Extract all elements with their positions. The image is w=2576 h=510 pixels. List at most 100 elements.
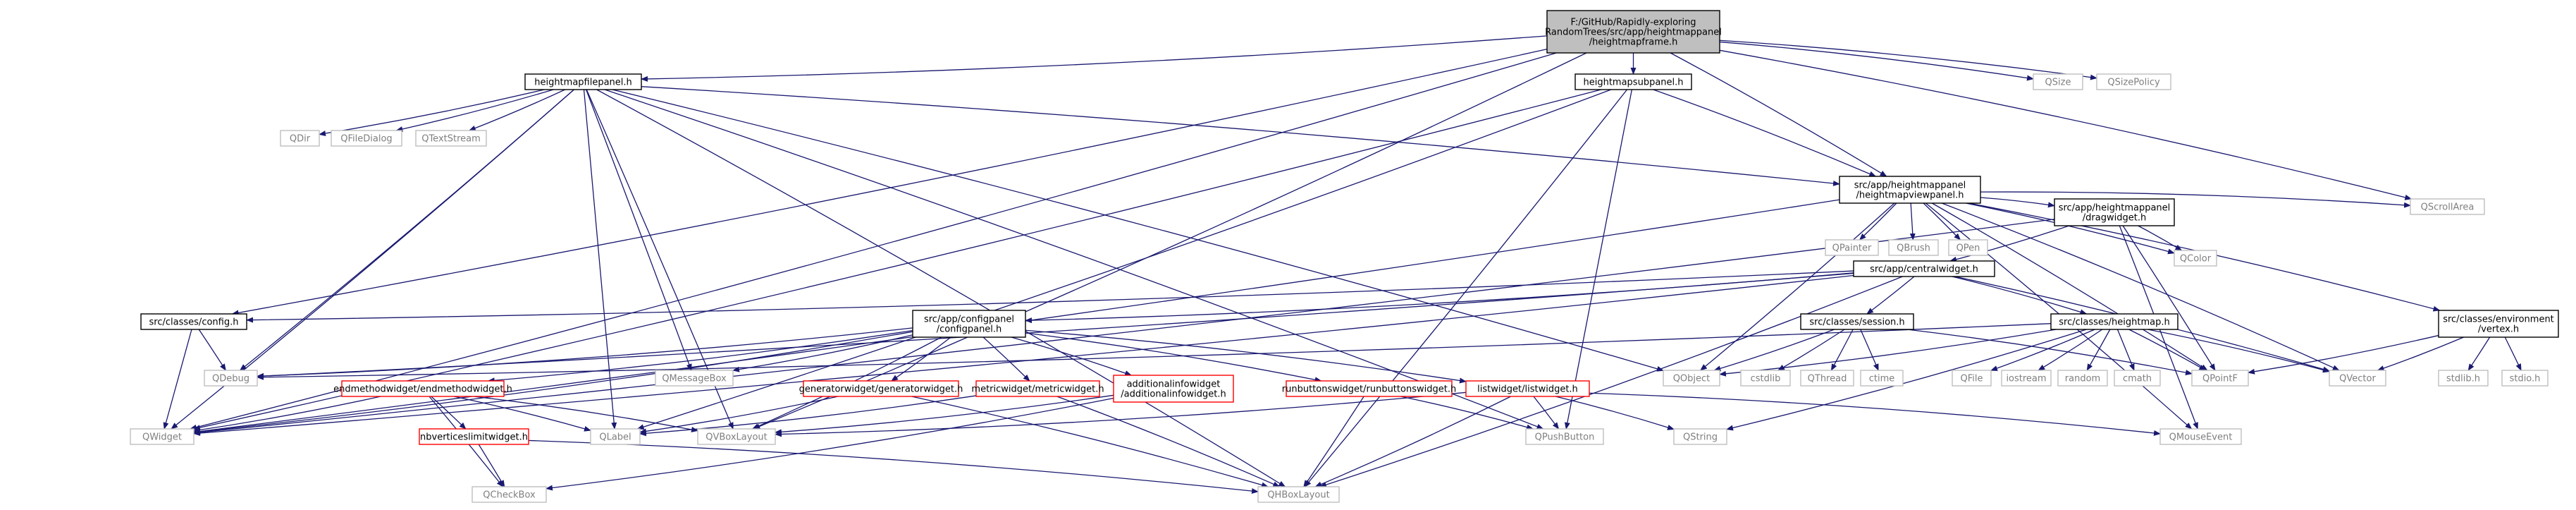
- node-qmessagebox: QMessageBox: [655, 370, 734, 387]
- edge-root-to-hmpanel: [641, 35, 1548, 82]
- edge-centralwidget-to-qhboxlayout: [1319, 276, 1903, 488]
- node-hmpanel-label: heightmapfilepanel.h: [534, 78, 632, 88]
- node-stdlib-label: stdlib.h: [2446, 374, 2480, 384]
- node-endmethod-label: endmethodwidget/endmethodwidget.h: [333, 384, 512, 395]
- node-configpanel-box: [912, 310, 1026, 338]
- edge-root-to-qvboxlayout: [753, 52, 1587, 430]
- edge-listwidget-to-qvboxlayout: [775, 391, 1467, 437]
- node-cmath-label: cmath: [2123, 374, 2152, 384]
- node-qvboxlayout-label: QVBoxLayout: [705, 432, 767, 443]
- node-root[interactable]: F:/GitHub/Rapidly-exploringRandomTrees/s…: [1545, 10, 1722, 54]
- node-qtextstream-box: [415, 130, 487, 147]
- edge-hmviewpanel-to-qobject: [1699, 202, 1895, 371]
- node-dragwidget[interactable]: src/app/heightmappanel/dragwidget.h: [2054, 198, 2175, 226]
- node-vertex[interactable]: src/classes/environment/vertex.h: [2438, 310, 2559, 338]
- node-qpen-label: QPen: [1956, 243, 1980, 254]
- node-qscrollarea-label: QScrollArea: [2421, 202, 2475, 213]
- node-qpen-box: [1948, 239, 1988, 256]
- edge-hmsubpanel-to-qpushbutton: [1564, 89, 1633, 430]
- edge-vertex-to-stdlib: [2467, 336, 2491, 371]
- node-hmpanel[interactable]: heightmapfilepanel.h: [524, 73, 642, 90]
- node-hmviewpanel[interactable]: src/app/heightmappanel/heightmapviewpane…: [1839, 176, 1981, 204]
- edge-hmpanel-to-qobject: [612, 89, 1664, 372]
- node-stdlib: stdlib.h: [2438, 370, 2489, 387]
- edge-hmviewpanel-to-qpen: [1923, 202, 1961, 241]
- node-centralwidget[interactable]: src/app/centralwidget.h: [1853, 260, 1995, 277]
- node-random: random: [2057, 370, 2108, 387]
- node-root-label: F:/GitHub/Rapidly-exploring: [1571, 18, 1696, 28]
- node-cstdlib: cstdlib: [1740, 370, 1791, 387]
- node-genwidget[interactable]: generatorwidget/generatorwidget.h: [799, 380, 963, 397]
- edge-genwidget-to-qhboxlayout: [911, 396, 1269, 488]
- node-runbuttons-label: runbuttonswidget/runbuttonswidget.h: [1282, 384, 1456, 395]
- node-heightmap[interactable]: src/classes/heightmap.h: [2050, 313, 2178, 330]
- node-config[interactable]: src/classes/config.h: [140, 313, 247, 330]
- edge-layer: [163, 35, 2522, 494]
- node-qtextstream-label: QTextStream: [421, 134, 481, 145]
- node-addinfo[interactable]: additionalinfowidget/additionalinfowidge…: [1113, 375, 1234, 403]
- node-runbuttons-box: [1286, 380, 1453, 397]
- edge-configpanel-to-qdebug: [257, 327, 913, 379]
- node-metricwidget[interactable]: metricwidget/metricwidget.h: [971, 380, 1104, 397]
- node-qobject: QObject: [1663, 370, 1720, 387]
- edge-heightmap-to-qvector: [2147, 329, 2330, 373]
- node-hmsubpanel[interactable]: heightmapsubpanel.h: [1574, 73, 1692, 90]
- node-hmviewpanel-box: [1839, 176, 1981, 204]
- node-root-label: /heightmapframe.h: [1589, 37, 1678, 48]
- node-qhboxlayout: QHBoxLayout: [1257, 486, 1340, 503]
- node-qcheckbox-box: [472, 486, 547, 503]
- node-listwidget[interactable]: listwidget/listwidget.h: [1465, 380, 1590, 397]
- node-qdebug-box: [204, 370, 258, 387]
- node-vertex-label: /vertex.h: [2478, 324, 2519, 335]
- edge-genwidget-to-qlabel: [639, 396, 839, 435]
- edge-nbverts-to-qhboxlayout: [528, 439, 1259, 494]
- edge-hmsubpanel-to-qlabel: [636, 89, 1612, 430]
- edge-heightmap-to-cmath: [2116, 329, 2135, 371]
- node-qdir-box: [280, 130, 320, 147]
- node-qbrush-label: QBrush: [1897, 243, 1930, 254]
- node-session-box: [1800, 313, 1914, 330]
- node-addinfo-box: [1113, 375, 1234, 403]
- node-qstring: QString: [1673, 428, 1727, 445]
- node-qobject-label: QObject: [1673, 374, 1711, 384]
- node-nbverts[interactable]: nbverticeslimitwidget.h: [419, 428, 529, 445]
- edge-listwidget-to-qhboxlayout: [1314, 396, 1511, 487]
- node-qobject-box: [1663, 370, 1720, 387]
- edge-endmethod-to-nbverts: [431, 396, 467, 430]
- node-qbrush: QBrush: [1888, 239, 1939, 256]
- node-session[interactable]: src/classes/session.h: [1800, 313, 1914, 330]
- edge-listwidget-to-qstring: [1555, 396, 1675, 430]
- edge-dragwidget-to-centralwidget: [1949, 225, 2070, 262]
- node-qlabel: QLabel: [590, 428, 641, 445]
- node-qdir-label: QDir: [290, 134, 311, 145]
- node-session-label: src/classes/session.h: [1809, 317, 1904, 328]
- edge-hmviewpanel-to-qpainter: [1859, 202, 1897, 241]
- node-endmethod[interactable]: endmethodwidget/endmethodwidget.h: [333, 380, 512, 397]
- node-qsize: QSize: [2033, 73, 2083, 90]
- node-qfile-label: QFile: [1961, 374, 1983, 384]
- node-heightmap-label: src/classes/heightmap.h: [2059, 317, 2169, 328]
- node-qvector-label: QVector: [2339, 374, 2376, 384]
- node-runbuttons[interactable]: runbuttonswidget/runbuttonswidget.h: [1282, 380, 1456, 397]
- edge-hmsubpanel-to-qwidget: [193, 89, 1602, 431]
- node-root-label: RandomTrees/src/app/heightmappanel: [1545, 28, 1722, 38]
- edge-hmpanel-to-qlabel: [583, 89, 617, 430]
- node-dragwidget-box: [2054, 198, 2175, 226]
- edge-heightmap-to-qfile: [1990, 329, 2095, 371]
- node-configpanel[interactable]: src/app/configpanel/configpanel.h: [912, 310, 1026, 338]
- node-centralwidget-label: src/app/centralwidget.h: [1870, 265, 1978, 275]
- node-qsizepolicy-box: [2096, 73, 2171, 90]
- node-cstdlib-label: cstdlib: [1751, 374, 1781, 384]
- edge-hmpanel-to-qdebug: [239, 89, 574, 371]
- edge-session-to-qobject: [1713, 329, 1835, 372]
- node-endmethod-box: [341, 380, 505, 397]
- edge-session-to-ctime: [1860, 329, 1879, 371]
- edge-nbverts-to-qcheckbox: [478, 444, 505, 487]
- node-qsizepolicy-label: QSizePolicy: [2107, 78, 2160, 88]
- node-genwidget-label: generatorwidget/generatorwidget.h: [799, 384, 963, 395]
- edge-configpanel-to-listwidget: [1025, 329, 1467, 384]
- node-qhboxlayout-label: QHBoxLayout: [1267, 490, 1329, 501]
- edge-hmviewpanel-to-dragwidget: [1980, 197, 2055, 208]
- edge-runbuttons-to-qpushbutton: [1400, 396, 1534, 430]
- node-vertex-box: [2438, 310, 2559, 338]
